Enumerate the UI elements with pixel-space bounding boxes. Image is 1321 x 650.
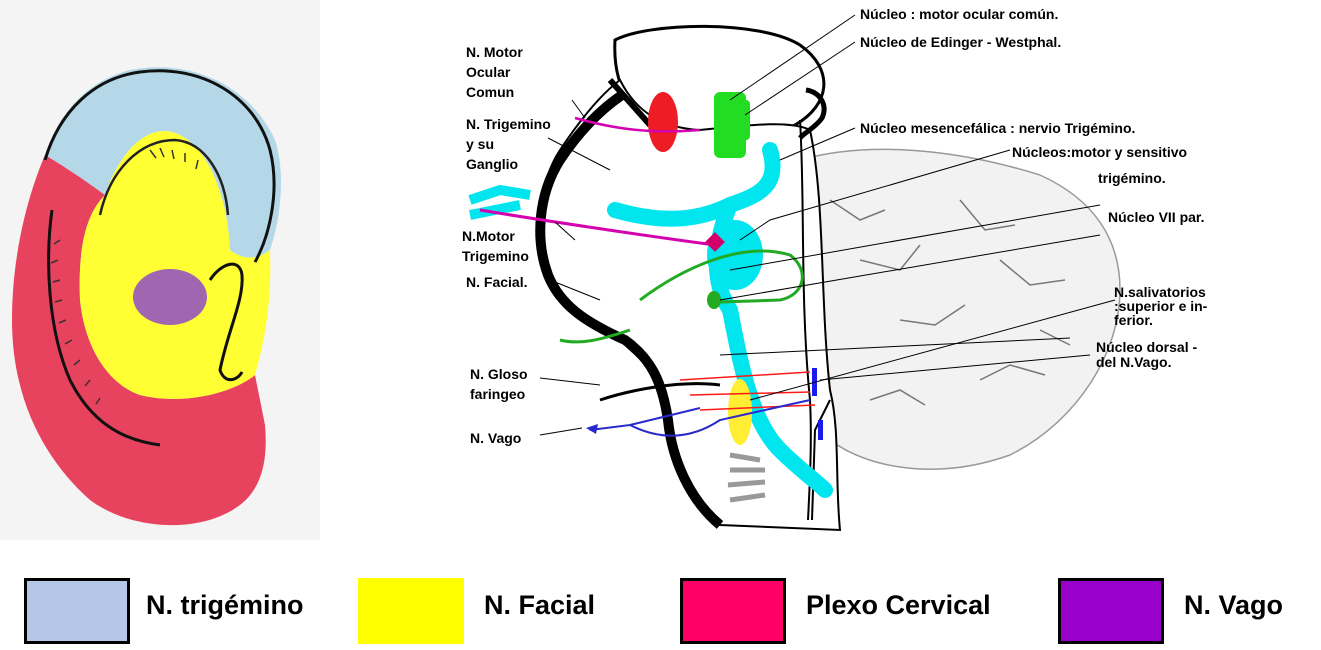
label-nucleo-vii-par: Núcleo VII par.: [1108, 207, 1204, 227]
legend-swatch-cervical: [680, 578, 786, 644]
legend-swatch-vago: [1058, 578, 1164, 644]
nerve-vago-tip: [586, 424, 598, 434]
label-salivatorios: N.salivatorios :superior e in- ferior.: [1114, 285, 1207, 327]
legend-swatch-trigemino: [24, 578, 130, 644]
nucleus-salivatorio: [728, 379, 752, 445]
nucleus-facial: [707, 291, 721, 309]
trigeminal-ganglion: [470, 190, 530, 215]
legend-label-cervical: Plexo Cervical: [806, 590, 991, 621]
nucleus-vago-2: [818, 420, 823, 440]
label-motor-ocular-comun: N. Motor Ocular Comun: [466, 42, 523, 102]
ear-region-vago: [133, 269, 207, 325]
label-motor-trigemino: N.Motor Trigemino: [462, 226, 529, 266]
legend-label-vago: N. Vago: [1184, 590, 1283, 621]
label-nucleo-motor-ocular: Núcleo : motor ocular común.: [860, 4, 1058, 24]
label-nucleo-edinger: Núcleo de Edinger - Westphal.: [860, 32, 1061, 52]
legend-swatch-facial: [358, 578, 464, 644]
label-trigemino: trigémino.: [1098, 168, 1166, 188]
nucleus-green-2: [738, 100, 750, 140]
label-trigemino-ganglio: N. Trigemino y su Ganglio: [466, 114, 551, 174]
label-facial: N. Facial.: [466, 272, 527, 292]
ear-diagram: [0, 0, 320, 540]
label-nucleo-mesencefalica: Núcleo mesencefálica : nervio Trigémino.: [860, 118, 1135, 138]
nucleus-red: [648, 92, 678, 152]
brainstem-diagram: [470, 15, 1120, 530]
label-gloso-faringeo: N. Gloso faringeo: [470, 364, 528, 404]
legend-label-facial: N. Facial: [484, 590, 595, 621]
label-nucleo-dorsal-vago: Núcleo dorsal - del N.Vago.: [1096, 340, 1197, 370]
label-nucleos-motor-sensitivo: Núcleos:motor y sensitivo: [1012, 142, 1187, 162]
label-vago: N. Vago: [470, 428, 521, 448]
legend-label-trigemino: N. trigémino: [146, 590, 304, 621]
